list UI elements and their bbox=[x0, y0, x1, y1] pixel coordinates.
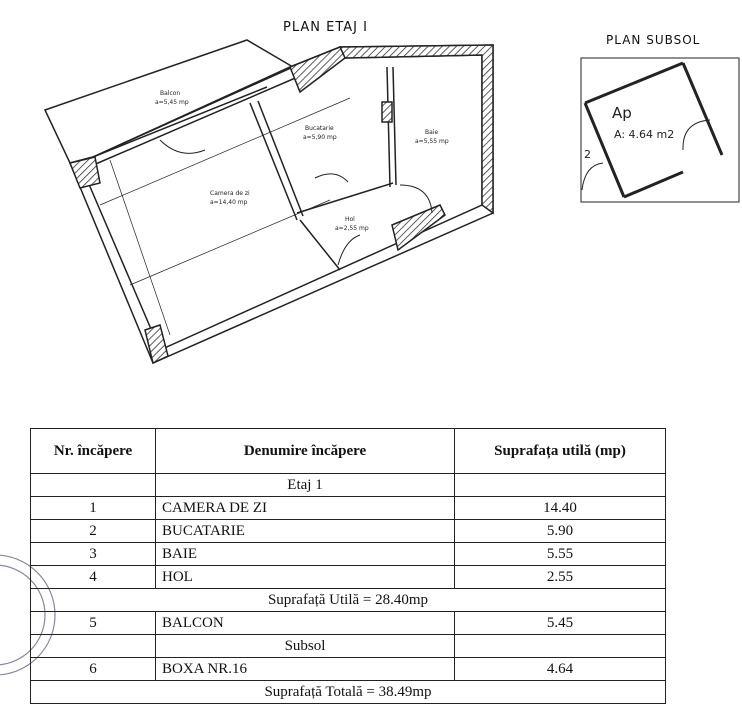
room-area-bucatarie: a=5,90 mp bbox=[303, 134, 337, 141]
room-area-hol: a=2,55 mp bbox=[335, 225, 369, 232]
row-name: CAMERA DE ZI bbox=[155, 496, 455, 520]
door-arc-baie bbox=[399, 184, 433, 214]
room-label-balcon: Balcon bbox=[160, 90, 180, 97]
subsol-labels: Ap A: 4.64 m2 2 bbox=[584, 104, 674, 161]
row-nr: 3 bbox=[30, 542, 156, 566]
wall-kitchen-left bbox=[249, 102, 298, 221]
plan-etaj bbox=[43, 39, 494, 365]
row-area: 2.55 bbox=[454, 565, 666, 589]
table-row: 3 BAIE 5.55 bbox=[30, 542, 666, 566]
row-area: 14.40 bbox=[454, 496, 666, 520]
edge-label: 2 bbox=[584, 148, 591, 161]
table-row: 5 BALCON 5.45 bbox=[30, 611, 666, 635]
door-arc-kitchen bbox=[314, 173, 349, 183]
plan-subsol bbox=[580, 57, 740, 203]
storage-wall bbox=[681, 62, 724, 156]
row-nr: 4 bbox=[30, 565, 156, 589]
dimension-line bbox=[109, 159, 171, 336]
wall-kitchen-bottom bbox=[296, 182, 394, 214]
wall-hatch-hol bbox=[391, 204, 446, 252]
wall-hol-camera bbox=[299, 219, 341, 271]
subsol-frame bbox=[580, 57, 740, 203]
total: Suprafață Totală = 38.49mp bbox=[30, 680, 666, 704]
row-name: BAIE bbox=[155, 542, 455, 566]
room-label-camera: Camera de zi bbox=[210, 190, 250, 197]
chimney bbox=[381, 101, 393, 123]
room-area-baie: a=5,55 mp bbox=[415, 138, 449, 145]
dimension-line bbox=[129, 199, 331, 286]
header-nr: Nr. încăpere bbox=[30, 428, 156, 474]
dimension-line bbox=[99, 97, 351, 206]
subtotal-row: Suprafață Utilă = 28.40mp bbox=[30, 588, 666, 612]
section-subsol: Subsol bbox=[155, 634, 455, 658]
plan-subsol-title: PLAN SUBSOL bbox=[606, 33, 701, 47]
wall-hatch-left bbox=[68, 156, 101, 189]
room-label-baie: Baie bbox=[425, 129, 438, 136]
row-nr: 6 bbox=[30, 657, 156, 681]
row-nr: 5 bbox=[30, 611, 156, 635]
header-suprafata: Suprafața utilă (mp) bbox=[454, 428, 666, 474]
apartment-outline bbox=[68, 44, 494, 364]
row-area: 4.64 bbox=[454, 657, 666, 681]
section-etaj: Etaj 1 bbox=[155, 473, 455, 497]
row-area: 5.55 bbox=[454, 542, 666, 566]
row-name: BALCON bbox=[155, 611, 455, 635]
wall-camera-balcon bbox=[92, 86, 268, 158]
table-row: 2 BUCATARIE 5.90 bbox=[30, 519, 666, 543]
door-arc-storage bbox=[682, 119, 711, 151]
area-table: Nr. încăpere Denumire încăpere Suprafața… bbox=[30, 428, 666, 704]
header-denumire: Denumire încăpere bbox=[155, 428, 455, 474]
subtotal: Suprafață Utilă = 28.40mp bbox=[30, 588, 666, 612]
section-row: Etaj 1 bbox=[30, 473, 666, 497]
room-label-hol: Hol bbox=[345, 216, 355, 223]
room-area-camera: a=14,40 mp bbox=[210, 199, 248, 206]
wall-kitchen-left-2 bbox=[257, 100, 304, 217]
row-nr: 1 bbox=[30, 496, 156, 520]
row-nr: 2 bbox=[30, 519, 156, 543]
storage-wall bbox=[623, 170, 684, 199]
room-labels: Balcon a=5,45 mp Bucatarie a=5,90 mp Bai… bbox=[155, 90, 449, 232]
door-arc-hol bbox=[337, 234, 361, 266]
wall-hatch-bottom bbox=[144, 324, 169, 365]
storage-area: A: 4.64 m2 bbox=[614, 128, 674, 141]
room-area-balcon: a=5,45 mp bbox=[155, 99, 189, 106]
section-row: Subsol bbox=[30, 634, 666, 658]
door-arc-neighbour bbox=[581, 162, 604, 191]
row-name: BUCATARIE bbox=[155, 519, 455, 543]
row-area: 5.45 bbox=[454, 611, 666, 635]
table-row: 4 HOL 2.55 bbox=[30, 565, 666, 589]
storage-label: Ap bbox=[612, 104, 632, 122]
plan-etaj-title: PLAN ETAJ I bbox=[283, 20, 368, 35]
room-label-bucatarie: Bucatarie bbox=[305, 125, 334, 132]
table-header: Nr. încăpere Denumire încăpere Suprafața… bbox=[30, 428, 666, 474]
wall-kitchen-baie bbox=[386, 66, 391, 188]
storage-wall bbox=[583, 102, 626, 198]
row-name: HOL bbox=[155, 565, 455, 589]
row-area: 5.90 bbox=[454, 519, 666, 543]
storage-wall bbox=[584, 61, 684, 105]
wall-hatch-corner bbox=[289, 46, 346, 94]
table-row: 1 CAMERA DE ZI 14.40 bbox=[30, 496, 666, 520]
door-arc-balcon bbox=[159, 139, 206, 154]
total-row: Suprafață Totală = 38.49mp bbox=[30, 680, 666, 704]
row-name: BOXA NR.16 bbox=[155, 657, 455, 681]
wall-kitchen-baie-2 bbox=[392, 66, 397, 186]
table-row: 6 BOXA NR.16 4.64 bbox=[30, 657, 666, 681]
